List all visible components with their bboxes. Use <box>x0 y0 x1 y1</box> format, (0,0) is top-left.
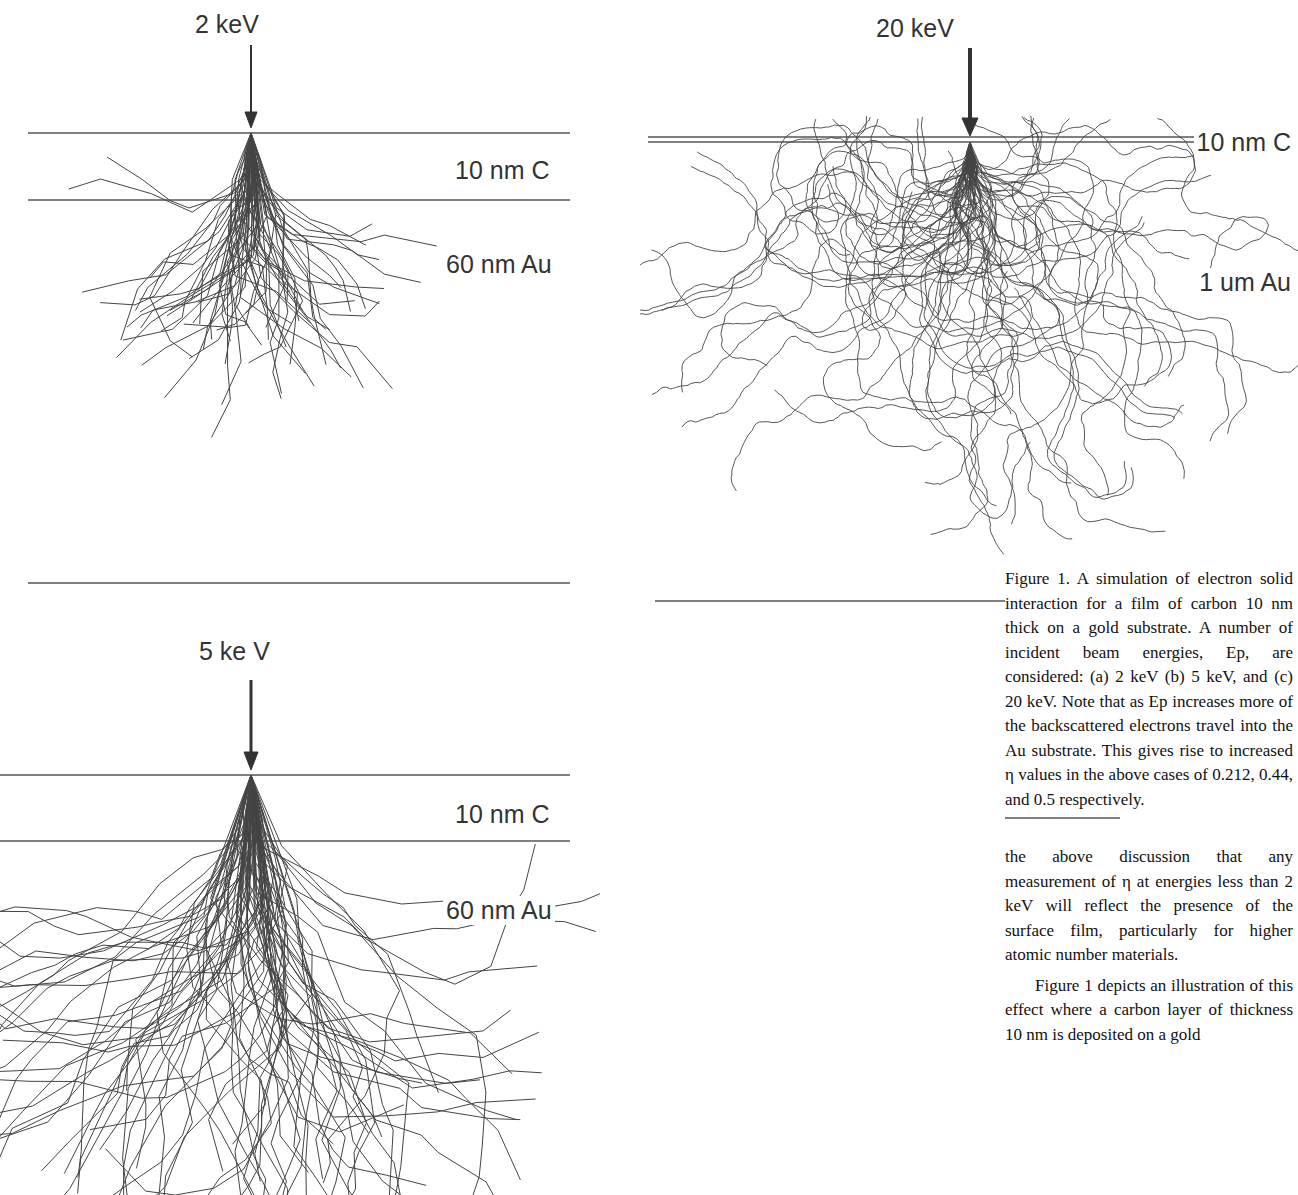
electron-trajectory <box>200 133 258 324</box>
electron-trajectory <box>78 775 263 1178</box>
electron-trajectory <box>0 775 251 1020</box>
electron-trajectory <box>0 775 251 1089</box>
electron-trajectory <box>908 142 1184 427</box>
electron-trajectory <box>841 142 1032 349</box>
layer-label: 1 um Au <box>1196 268 1294 297</box>
electron-trajectory <box>0 775 251 1106</box>
electron-trajectory <box>250 775 371 1195</box>
electron-trajectory <box>662 140 975 310</box>
electron-trajectory <box>0 775 251 957</box>
electron-trajectory <box>162 775 251 1195</box>
electron-trajectory <box>0 775 251 1000</box>
figure-caption: Figure 1. A simulation of electron solid… <box>1005 567 1293 812</box>
electron-trajectory <box>956 142 1134 499</box>
layer-label: 60 nm Au <box>443 896 555 925</box>
electron-trajectory <box>198 133 253 291</box>
electron-trajectory <box>970 142 1268 268</box>
electron-trajectory <box>100 133 251 305</box>
energy-label: 20 keV <box>873 14 957 43</box>
energy-label: 2 keV <box>192 10 262 39</box>
electron-trajectory <box>251 133 437 246</box>
electron-trajectory <box>962 118 1093 297</box>
layer-label: 60 nm Au <box>443 250 555 279</box>
electron-trajectory <box>142 133 251 365</box>
electron-trajectory <box>846 142 997 506</box>
electron-trajectory <box>251 133 379 304</box>
electron-trajectory <box>251 133 363 388</box>
electron-trajectory <box>198 775 304 1195</box>
electron-trajectory <box>191 133 251 299</box>
electron-trajectory <box>970 142 1298 373</box>
electron-trajectory <box>909 142 1001 419</box>
layer-label: 10 nm C <box>452 156 552 185</box>
electron-trajectory <box>135 133 256 311</box>
electron-trajectory <box>251 775 369 1133</box>
electron-trajectory <box>231 133 310 323</box>
electron-trajectory <box>116 133 258 358</box>
electron-trajectory <box>251 133 341 288</box>
electron-trajectory <box>251 775 509 1195</box>
electron-trajectory <box>170 133 258 311</box>
electron-trajectory <box>69 133 252 212</box>
electron-trajectory <box>82 133 251 292</box>
electron-trajectory <box>245 775 393 1195</box>
electron-trajectory <box>251 133 326 365</box>
body-text: the above discussion that any measuremen… <box>1005 845 1293 968</box>
energy-label: 5 ke V <box>196 637 273 666</box>
electron-trajectory <box>100 775 253 1150</box>
electron-trajectory <box>0 775 285 1098</box>
body-text: Figure 1 depicts an illustration of this… <box>1005 974 1293 1048</box>
beam-arrows <box>244 45 978 770</box>
trajectories-2kev <box>69 133 437 437</box>
electron-trajectory <box>209 775 288 1171</box>
layer-label: 10 nm C <box>1194 128 1294 157</box>
electron-trajectory <box>165 133 257 398</box>
electron-trajectory <box>0 775 251 1152</box>
electron-trajectory <box>0 775 255 1029</box>
electron-trajectory <box>251 133 380 316</box>
electron-trajectory <box>105 775 288 1195</box>
electron-trajectory <box>970 142 1184 479</box>
electron-trajectory <box>966 142 1229 441</box>
trajectories-20kev <box>640 116 1298 555</box>
electron-trajectory <box>251 775 438 1093</box>
electron-trajectory <box>855 117 971 252</box>
electron-trajectory <box>251 133 379 260</box>
electron-trajectory <box>0 775 251 1045</box>
electron-trajectory <box>771 137 974 234</box>
electron-trajectory <box>251 775 600 914</box>
electron-trajectory <box>652 142 976 395</box>
electron-trajectory <box>0 775 251 958</box>
electron-trajectory <box>956 142 1163 387</box>
electron-trajectory <box>902 142 1211 277</box>
electron-trajectory <box>970 119 1196 196</box>
electron-trajectory <box>157 775 269 1195</box>
electron-trajectory <box>78 775 261 1193</box>
trajectories-5kev <box>0 775 600 1195</box>
electron-trajectory <box>970 120 1111 176</box>
electron-trajectory <box>697 142 970 281</box>
electron-trajectory <box>251 775 318 1195</box>
electron-trajectory <box>925 142 1060 484</box>
electron-trajectory <box>966 142 1185 377</box>
electron-trajectory <box>931 142 1014 535</box>
layer-label: 10 nm C <box>452 800 552 829</box>
electron-trajectory <box>251 133 326 329</box>
electron-trajectory <box>235 775 301 1195</box>
electron-trajectory <box>251 775 400 1195</box>
electron-trajectory <box>640 142 970 324</box>
electron-trajectory <box>251 775 438 1195</box>
electron-trajectory <box>970 142 1130 495</box>
electron-trajectory <box>248 775 596 940</box>
electron-trajectory <box>0 775 251 1040</box>
electron-trajectory <box>107 133 251 208</box>
electron-trajectory <box>868 119 971 198</box>
electron-trajectory <box>136 775 251 1168</box>
electron-trajectory <box>241 775 367 1195</box>
